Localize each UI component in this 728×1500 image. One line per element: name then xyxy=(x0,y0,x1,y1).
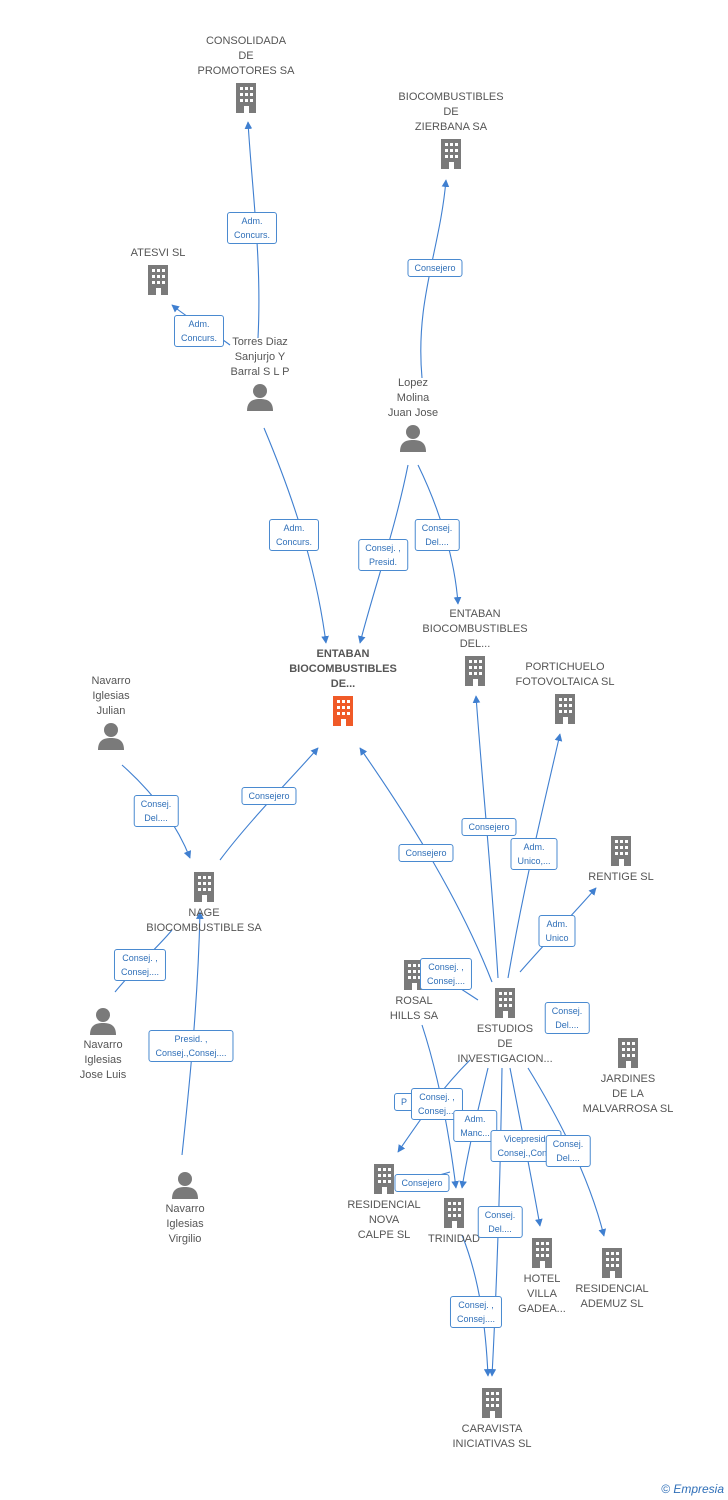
relation-tag-consej-presid[interactable]: Consej. , Presid. xyxy=(358,539,408,571)
node-label: Navarro Iglesias Jose Luis xyxy=(79,1039,127,1081)
node-label: Torres Diaz Sanjurjo Y Barral S L P xyxy=(230,336,290,378)
node-jardines[interactable]: JARDINES DE LA MALVARROSA SL xyxy=(566,1034,690,1117)
edge-estudios-entaban-del xyxy=(472,695,499,979)
building-icon xyxy=(374,1164,394,1194)
node-consolidada[interactable]: CONSOLIDADA DE PROMOTORES SA xyxy=(186,34,306,117)
building-icon xyxy=(148,265,168,295)
relation-tag-adm-concurs[interactable]: Adm. Concurs. xyxy=(173,315,225,347)
node-ademuz[interactable]: RESIDENCIAL ADEMUZ SL xyxy=(560,1244,664,1312)
building-icon xyxy=(482,1388,502,1418)
relation-tag-consej-del[interactable]: Consej. Del.... xyxy=(545,1135,591,1167)
relation-tag-consej-del[interactable]: Consej. Del.... xyxy=(544,1002,590,1034)
node-trinidad[interactable]: TRINIDAD xyxy=(414,1194,494,1247)
building-icon xyxy=(618,1038,638,1068)
relation-tag-consej-consej[interactable]: Consej. , Consej.... xyxy=(113,949,167,981)
relation-tag-adm-concurs[interactable]: Adm. Concurs. xyxy=(226,212,278,244)
person-icon xyxy=(172,1172,198,1199)
brand-footer[interactable]: © Empresia xyxy=(661,1482,724,1496)
building-icon xyxy=(532,1238,552,1268)
relation-tag-adm-manc[interactable]: Adm. Manc... xyxy=(453,1110,497,1142)
node-label: ENTABAN BIOCOMBUSTIBLES DE... xyxy=(289,648,397,690)
building-icon xyxy=(404,960,424,990)
node-label: HOTEL VILLA GADEA... xyxy=(518,1273,566,1315)
node-label: RENTIGE SL xyxy=(588,871,654,883)
node-label: Lopez Molina Juan Jose xyxy=(387,377,439,419)
node-caravista[interactable]: CARAVISTA INICIATIVAS SL xyxy=(436,1384,548,1452)
node-torres[interactable]: Torres Diaz Sanjurjo Y Barral S L P xyxy=(210,335,310,414)
node-rentige[interactable]: RENTIGE SL xyxy=(576,832,666,885)
building-icon xyxy=(611,836,631,866)
node-rosal[interactable]: ROSAL HILLS SA xyxy=(374,956,454,1024)
building-icon xyxy=(236,83,256,113)
node-label: CARAVISTA INICIATIVAS SL xyxy=(452,1423,532,1450)
relation-tag-consejero[interactable]: Consejero xyxy=(461,818,517,836)
node-estudios[interactable]: ESTUDIOS DE INVESTIGACION... xyxy=(440,984,570,1067)
relation-tag-adm-concurs[interactable]: Adm. Concurs. xyxy=(268,519,320,551)
node-label: ESTUDIOS DE INVESTIGACION... xyxy=(457,1023,553,1065)
node-portichuelo[interactable]: PORTICHUELO FOTOVOLTAICA SL xyxy=(500,660,630,728)
building-icon xyxy=(465,656,485,686)
relation-tag-adm-unico[interactable]: Adm. Unico xyxy=(538,915,576,947)
building-icon xyxy=(333,696,353,726)
node-atesvi[interactable]: ATESVI SL xyxy=(118,246,198,299)
relation-tag-consejero[interactable]: Consejero xyxy=(241,787,297,805)
node-label: RESIDENCIAL NOVA CALPE SL xyxy=(347,1199,421,1241)
person-icon xyxy=(90,1008,116,1035)
relation-tag-presid-consej[interactable]: Presid. , Consej.,Consej.... xyxy=(148,1030,234,1062)
edge-estudios-caravista-1 xyxy=(488,1067,503,1377)
building-icon xyxy=(441,139,461,169)
relation-tag-consejero[interactable]: Consejero xyxy=(394,1174,450,1192)
relation-tag-consej-consej[interactable]: Consej. , Consej.... xyxy=(449,1296,503,1328)
node-residencial-nova[interactable]: RESIDENCIAL NOVA CALPE SL xyxy=(330,1160,438,1243)
node-navarro-virgilio[interactable]: Navarro Iglesias Virgilio xyxy=(140,1168,230,1247)
person-icon xyxy=(247,384,273,411)
node-entaban-del[interactable]: ENTABAN BIOCOMBUSTIBLES DEL... xyxy=(410,607,540,690)
node-label: JARDINES DE LA MALVARROSA SL xyxy=(582,1073,674,1115)
building-icon xyxy=(194,872,214,902)
node-label: CONSOLIDADA DE PROMOTORES SA xyxy=(197,35,295,77)
copyright-icon: © xyxy=(661,1482,670,1496)
building-icon xyxy=(444,1198,464,1228)
relation-tag-consej-consej[interactable]: Consej. , Consej.... xyxy=(419,958,473,990)
relation-tag-adm-unico[interactable]: Adm. Unico,... xyxy=(510,838,558,870)
node-label: TRINIDAD xyxy=(428,1233,480,1245)
node-hotel[interactable]: HOTEL VILLA GADEA... xyxy=(500,1234,584,1317)
node-label: RESIDENCIAL ADEMUZ SL xyxy=(575,1283,649,1310)
node-label: ENTABAN BIOCOMBUSTIBLES DEL... xyxy=(422,608,528,650)
person-icon xyxy=(98,723,124,750)
node-navarro-jose[interactable]: Navarro Iglesias Jose Luis xyxy=(58,1004,148,1083)
node-label: NAGE BIOCOMBUSTIBLE SA xyxy=(146,907,262,934)
relation-tag-consej-del[interactable]: Consej. Del.... xyxy=(133,795,179,827)
node-label: ATESVI SL xyxy=(130,247,186,259)
node-entaban-de-focus[interactable]: ENTABAN BIOCOMBUSTIBLES DE... xyxy=(276,647,410,730)
node-label: ROSAL HILLS SA xyxy=(389,995,439,1022)
relation-tag-consejero[interactable]: Consejero xyxy=(407,259,463,277)
edge-lopez-zierbana xyxy=(420,179,450,379)
node-navarro-julian[interactable]: Navarro Iglesias Julian xyxy=(66,674,156,753)
node-bio-zierbana[interactable]: BIOCOMBUSTIBLES DE ZIERBANA SA xyxy=(386,90,516,173)
relation-tag-consej-del[interactable]: Consej. Del.... xyxy=(477,1206,523,1238)
node-label: BIOCOMBUSTIBLES DE ZIERBANA SA xyxy=(398,91,504,133)
building-icon xyxy=(555,694,575,724)
node-label: Navarro Iglesias Julian xyxy=(91,675,131,717)
node-label: PORTICHUELO FOTOVOLTAICA SL xyxy=(515,661,615,688)
relation-tag-consej-del[interactable]: Consej. Del.... xyxy=(414,519,460,551)
edge-estudios-entaban-de xyxy=(359,747,493,983)
node-label: Navarro Iglesias Virgilio xyxy=(165,1203,205,1245)
node-lopez[interactable]: Lopez Molina Juan Jose xyxy=(368,376,458,455)
relation-tag-consejero[interactable]: Consejero xyxy=(398,844,454,862)
brand-name: Empresia xyxy=(673,1482,724,1496)
building-icon xyxy=(602,1248,622,1278)
person-icon xyxy=(400,425,426,452)
node-nage[interactable]: NAGE BIOCOMBUSTIBLE SA xyxy=(134,868,274,936)
building-icon xyxy=(495,988,515,1018)
